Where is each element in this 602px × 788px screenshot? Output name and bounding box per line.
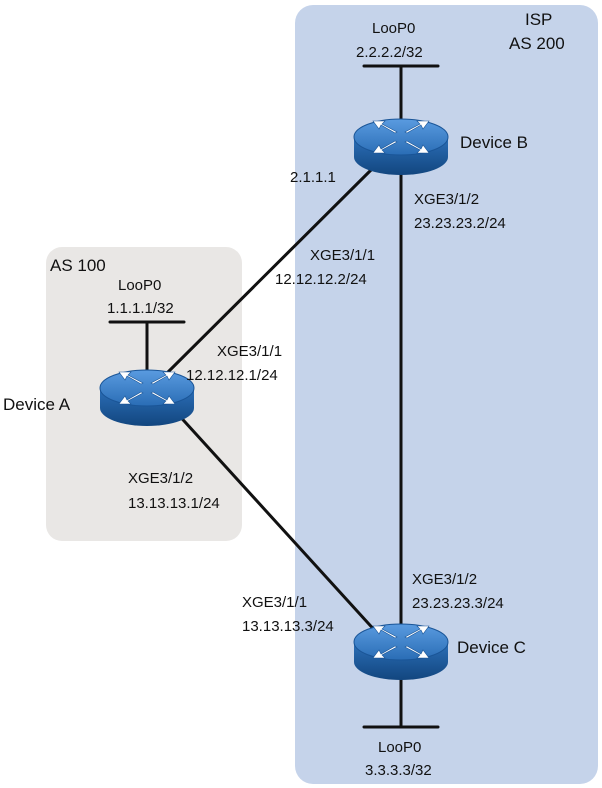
a-b-device-a-interface: XGE3/1/1 <box>217 343 282 360</box>
device-c-router-icon[interactable] <box>353 623 449 681</box>
device-b-name: Device B <box>460 133 528 152</box>
device-a-loopback-name: LooP0 <box>118 277 161 294</box>
device-c-name: Device C <box>457 638 526 657</box>
device-a-router-icon[interactable] <box>99 369 195 427</box>
device-c-loopback-name: LooP0 <box>378 739 421 756</box>
b-c-device-c-interface: XGE3/1/2 <box>412 571 477 588</box>
isp-region <box>295 5 598 784</box>
device-b-loopback-ip: 2.2.2.2/32 <box>356 44 423 61</box>
b-c-device-b-ip: 23.23.23.2/24 <box>414 215 506 232</box>
link-a-b <box>158 168 373 382</box>
device-b-loopback-name: LooP0 <box>372 20 415 37</box>
as100-label: AS 100 <box>50 256 106 275</box>
a-b-device-b-address: 2.1.1.1 <box>290 169 336 186</box>
a-c-device-a-ip: 13.13.13.1/24 <box>128 495 220 512</box>
a-c-device-c-interface: XGE3/1/1 <box>242 594 307 611</box>
device-a-name: Device A <box>3 395 71 414</box>
link-a-c <box>163 398 380 636</box>
isp-as-label: AS 200 <box>509 34 565 53</box>
a-c-device-c-ip: 13.13.13.3/24 <box>242 618 334 635</box>
a-c-device-a-interface: XGE3/1/2 <box>128 470 193 487</box>
a-b-device-b-ip: 12.12.12.2/24 <box>275 271 367 288</box>
b-c-device-b-interface: XGE3/1/2 <box>414 191 479 208</box>
device-a-loopback-ip: 1.1.1.1/32 <box>107 300 174 317</box>
a-b-device-a-ip: 12.12.12.1/24 <box>186 367 278 384</box>
device-b-router-icon[interactable] <box>353 118 449 176</box>
a-b-device-b-interface: XGE3/1/1 <box>310 247 375 264</box>
b-c-device-c-ip: 23.23.23.3/24 <box>412 595 504 612</box>
device-c-loopback-ip: 3.3.3.3/32 <box>365 762 432 779</box>
isp-label: ISP <box>525 10 552 29</box>
